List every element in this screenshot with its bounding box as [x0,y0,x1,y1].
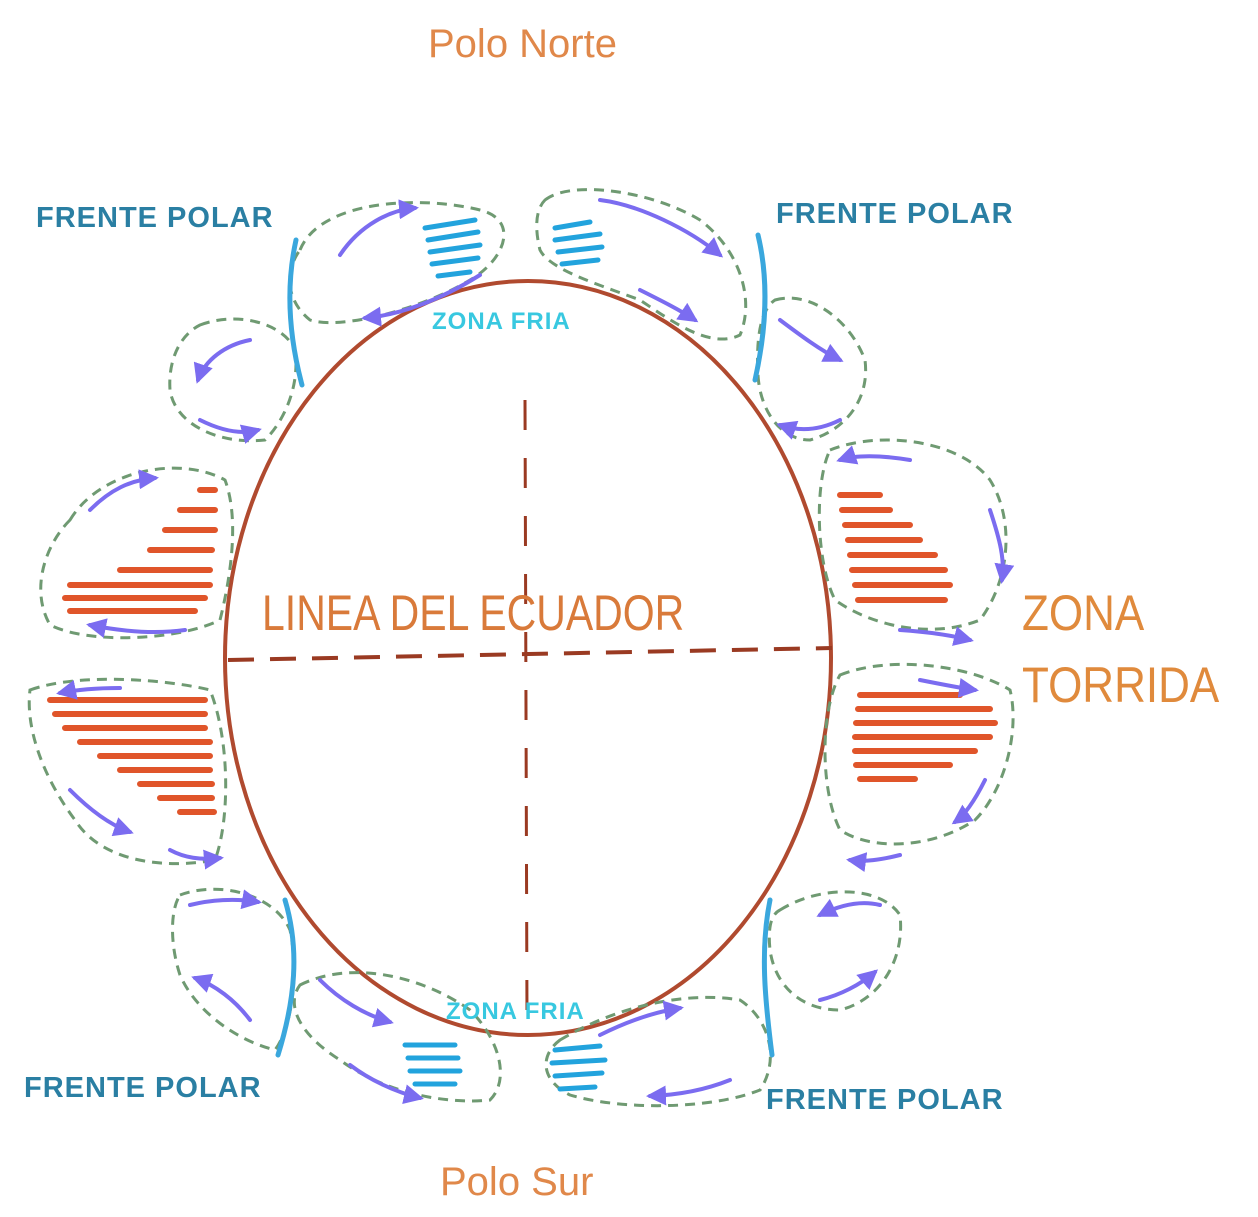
wind-arrow [188,889,262,910]
polar-front-line-br [761,897,775,1058]
wind-arrow [193,338,252,384]
earth-outline [223,279,833,1037]
wind-arrow [338,199,419,257]
wind-arrow [898,626,974,646]
polar-front-label-bottom-right: FRENTE POLAR [766,1084,1004,1116]
warm-mass-upper-right [837,492,953,603]
polar-front-lines [275,232,775,1058]
equator-dashed-line [227,646,833,662]
cell-mid-left-bottom [27,677,228,866]
cold-mass-south-right [549,1043,608,1092]
wind-arrow [776,418,842,440]
cell-north-right [535,188,748,341]
cell-mid-right-top [817,438,1008,631]
wind-arrow [318,978,394,1028]
polar-front-label-top-left: FRENTE POLAR [36,202,274,234]
cell-mid-right-bottom [823,662,1015,846]
south-pole-label: Polo Sur [440,1160,594,1204]
torrid-zone-label-line2: TORRIDA [1022,657,1220,713]
cell-upper-left [168,317,298,443]
wind-arrow [56,680,122,700]
wind-arrow [778,318,844,362]
polar-front-label-top-right: FRENTE POLAR [776,198,1014,230]
cold-air-masses [402,217,608,1092]
equator-label: LINEA DEL ECUADOR [262,585,685,641]
wind-arrow [836,445,912,465]
wind-arrow [816,898,882,917]
cell-lower-right [767,890,903,1012]
wind-arrow [818,969,879,1002]
cold-mass-north-left [422,217,483,279]
wind-arrow [86,618,187,638]
warm-mass-upper-left [62,487,218,614]
wind-arrow [191,973,252,1022]
wind-arrow [638,288,699,323]
wind-arrow [951,778,987,825]
cell-upper-right [756,296,868,442]
wind-arrow [598,198,724,258]
polar-front-line-tl [287,237,305,388]
warm-air-masses [47,487,998,815]
wind-arrow [88,469,159,512]
torrid-zone-label-line1: ZONA [1022,585,1145,641]
cell-mid-left-top [39,466,235,640]
cell-south-left [292,971,502,1103]
cold-mass-north-right [552,219,605,267]
wind-arrow [198,418,262,444]
cold-zone-label-bottom: ZONA FRIA [446,998,585,1025]
polar-axis-dashed-line [523,399,529,1021]
cold-zone-label-top: ZONA FRIA [432,308,571,335]
wind-arrow [846,852,902,873]
wind-arrow [918,677,979,698]
polar-front-line-tr [752,232,768,383]
warm-mass-lower-right [852,692,998,782]
cell-lower-left [171,887,296,1052]
polar-front-line-bl [275,897,297,1058]
wind-arrow [646,1078,732,1106]
wind-arrow [598,1000,684,1037]
wind-arrow [348,1063,424,1104]
wind-arrow [988,508,1015,584]
cold-mass-south-left [402,1042,463,1087]
wind-arrow [68,788,134,837]
cell-north-left [288,201,506,325]
north-pole-label: Polo Norte [428,22,617,66]
warm-mass-lower-left [47,697,217,815]
polar-front-label-bottom-left: FRENTE POLAR [24,1072,262,1104]
wind-arrows [56,198,1015,1106]
wind-arrow [361,273,482,327]
wind-arrow [168,848,224,870]
